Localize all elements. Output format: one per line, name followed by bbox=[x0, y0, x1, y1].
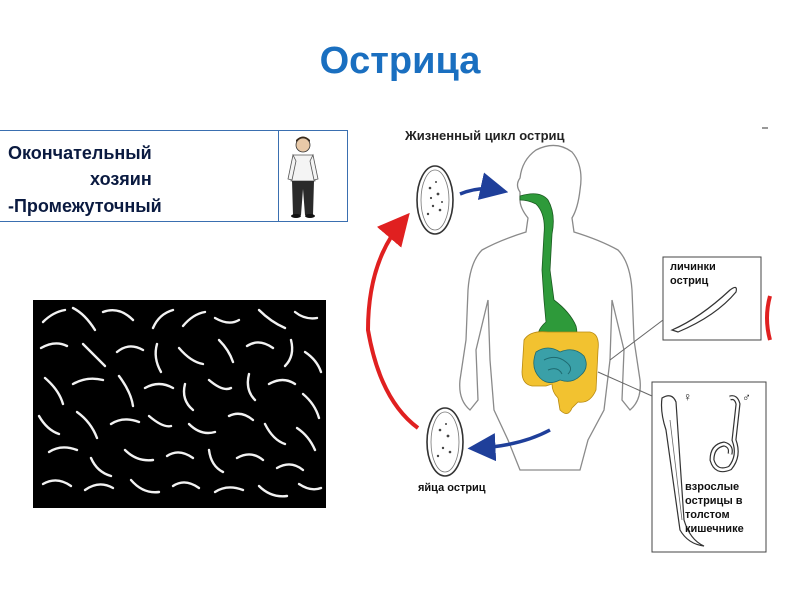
host-definitive-label: Окончательный bbox=[8, 143, 152, 163]
diagram-title: Жизненный цикл остриц bbox=[405, 128, 565, 143]
person-icon bbox=[287, 136, 319, 218]
adults-label-line4: кишечнике bbox=[685, 523, 744, 535]
eggs-label: яйца остриц bbox=[418, 482, 486, 494]
page-title: Острица bbox=[319, 40, 481, 82]
adults-label-line1: взрослые bbox=[685, 481, 740, 493]
larvae-label-line2: остриц bbox=[670, 275, 709, 287]
shedding-arrow bbox=[467, 428, 551, 462]
larvae-label-line1: личинки bbox=[670, 261, 716, 273]
pinworm-photo bbox=[33, 300, 326, 508]
egg-top bbox=[416, 165, 454, 235]
host-intermediate-label: -Промежуточный bbox=[8, 196, 162, 216]
reinfection-arrow bbox=[365, 212, 420, 430]
host-box-divider bbox=[278, 131, 279, 221]
ingestion-arrow bbox=[459, 172, 509, 200]
adults-label-line3: толстом bbox=[685, 509, 730, 521]
host-box: Окончательный хозяин -Промежуточный bbox=[0, 130, 348, 222]
adults-label-line2: острицы в bbox=[685, 495, 743, 507]
female-symbol: ♀ bbox=[683, 390, 692, 404]
small-intestine-shape bbox=[533, 347, 587, 383]
host-word-label: хозяин bbox=[90, 169, 152, 189]
male-symbol: ♂ bbox=[742, 390, 751, 404]
egg-bottom bbox=[426, 407, 464, 477]
